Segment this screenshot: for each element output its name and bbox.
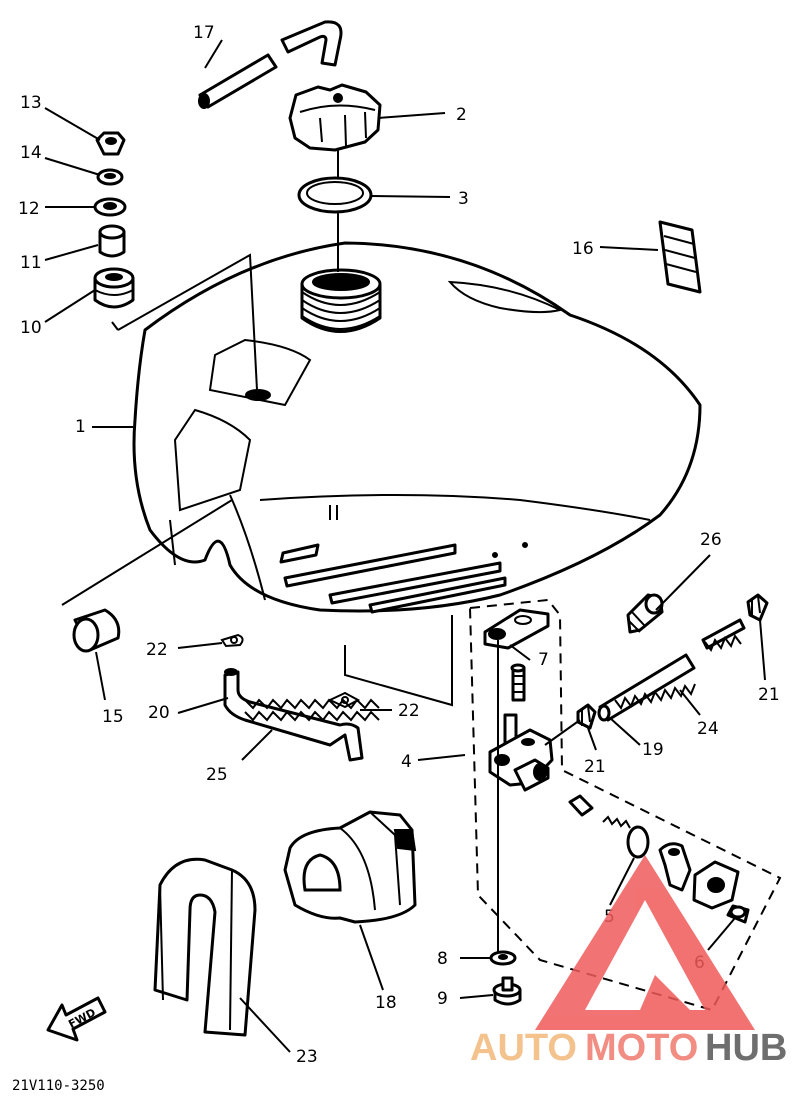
fuel-tank-part-1	[132, 241, 702, 614]
callout-2: 2	[456, 105, 467, 125]
callout-15: 15	[102, 707, 124, 727]
callout-1: 1	[75, 417, 86, 437]
emblem-part-16	[658, 220, 702, 294]
callout-13: 13	[20, 93, 42, 113]
watermark-triangle-logo	[535, 855, 755, 1030]
washer-part-8	[489, 950, 517, 966]
callout-11: 11	[20, 253, 42, 273]
watermark-moto: MOTO	[585, 1027, 698, 1069]
cover-plate-internal	[692, 860, 740, 910]
gasket-part-7	[483, 608, 550, 650]
callout-7: 7	[538, 650, 549, 670]
spring-part-25	[244, 698, 380, 722]
callout-19: 19	[642, 740, 664, 760]
callout-9: 9	[437, 989, 448, 1009]
automotohub-watermark: AUTO MOTO HUB	[470, 855, 787, 1069]
breather-hose-part-17	[198, 20, 343, 109]
rubber-cover-part-18	[283, 810, 417, 924]
callout-12: 12	[18, 199, 40, 219]
collar-part-11	[98, 224, 126, 258]
clip-part-21-right	[746, 593, 769, 622]
clip-part-22-upper	[220, 633, 244, 648]
washer-part-14	[96, 168, 124, 186]
watermark-hub: HUB	[705, 1027, 787, 1069]
rubber-band-part-23	[153, 857, 257, 1037]
fuel-cap-part-2	[288, 83, 382, 152]
callout-14: 14	[20, 143, 42, 163]
damper-part-10	[93, 267, 135, 309]
callout-22-upper: 22	[146, 640, 168, 660]
callout-17: 17	[193, 23, 215, 43]
o-ring-part-5	[626, 825, 650, 859]
callout-22-lower: 22	[398, 701, 420, 721]
filler-neck	[300, 268, 382, 333]
fuel-cock-assembly-boundary	[468, 598, 782, 1012]
washer-part-12	[93, 197, 127, 217]
lever-internal	[658, 842, 692, 892]
bolt-part-9	[492, 976, 522, 1006]
callout-23: 23	[296, 1047, 318, 1067]
clamp-part-26	[626, 593, 664, 634]
callout-24: 24	[697, 719, 719, 739]
callout-3: 3	[458, 189, 469, 209]
cap-gasket-part-3	[297, 176, 373, 214]
callout-8: 8	[437, 949, 448, 969]
callout-4: 4	[401, 752, 412, 772]
forward-direction-arrow: FWD	[46, 996, 107, 1042]
fuel-hose-part-20	[223, 668, 364, 762]
watermark-auto: AUTO	[470, 1027, 577, 1069]
clip-part-21-left	[576, 703, 597, 730]
nut-part-13	[95, 131, 126, 156]
screw-part-6	[726, 904, 750, 924]
fuel-cock-body-part-4	[488, 663, 554, 792]
callout-20: 20	[148, 703, 170, 723]
lever-spring-internal	[568, 794, 631, 829]
callout-21-left: 21	[584, 757, 606, 777]
callout-16: 16	[572, 239, 594, 259]
cushion-part-15	[72, 608, 121, 653]
callout-25: 25	[206, 765, 228, 785]
callout-10: 10	[20, 318, 42, 338]
callout-18: 18	[375, 993, 397, 1013]
callout-26: 26	[700, 530, 722, 550]
callout-21-right: 21	[758, 685, 780, 705]
hose-part-19	[597, 653, 696, 722]
diagram-code: 21V110-3250	[12, 1078, 105, 1094]
